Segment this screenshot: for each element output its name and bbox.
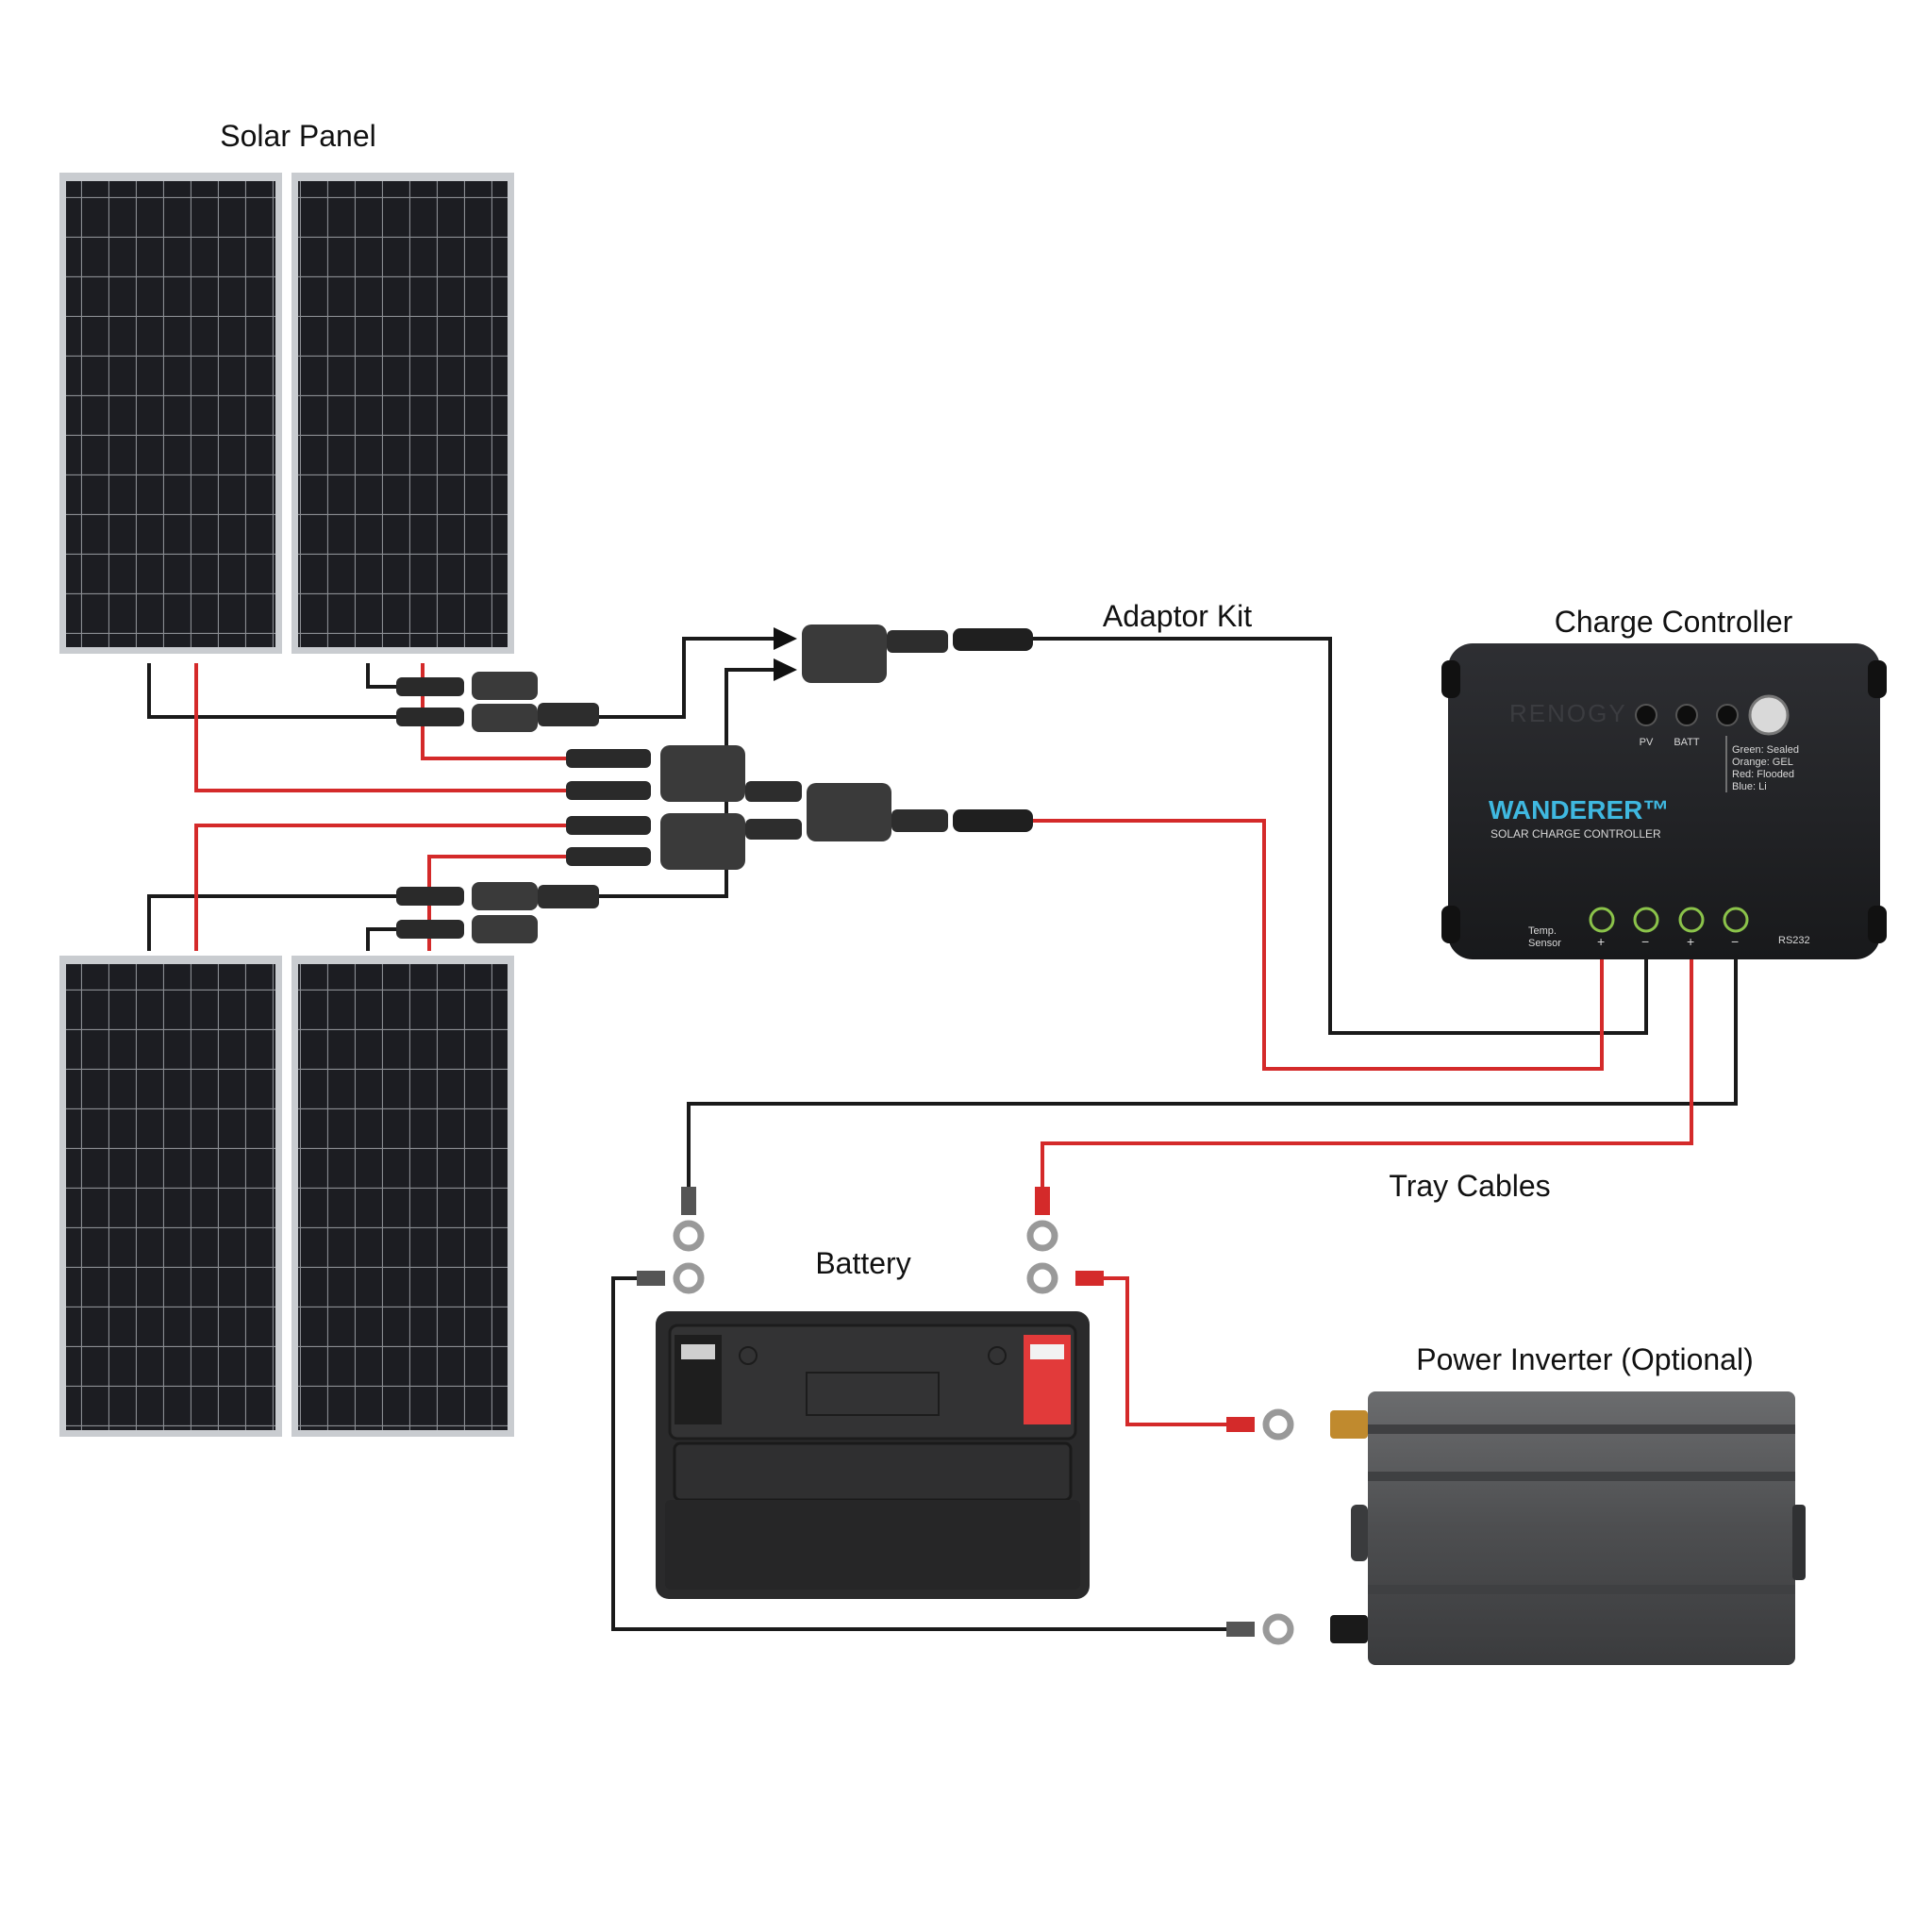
temp-sensor-label-1: Temp. (1528, 925, 1557, 937)
solar-panel-bottom-right (291, 956, 514, 1437)
inverter-positive-wire (1104, 1276, 1226, 1426)
power-inverter-label: Power Inverter (Optional) (1416, 1342, 1753, 1376)
battery (656, 1311, 1090, 1599)
solar-panel-array (59, 173, 514, 1437)
ring-terminal (1026, 1262, 1058, 1294)
battery-type-led (1716, 704, 1739, 726)
inverter-positive-terminal (1330, 1410, 1368, 1439)
adaptor-kit-label: Adaptor Kit (1103, 599, 1252, 633)
temp-sensor-label-2: Sensor (1528, 938, 1561, 949)
arrow-icon (774, 658, 797, 681)
pv-led (1635, 704, 1657, 726)
rs232-label: RS232 (1778, 935, 1810, 946)
ring-terminal (673, 1220, 705, 1252)
bottom-left-positive-wire (194, 824, 566, 951)
top-left-positive-wire (194, 663, 566, 792)
charge-controller-label: Charge Controller (1555, 605, 1793, 639)
ring-terminal (1262, 1408, 1294, 1441)
pv-led-label: PV (1640, 737, 1654, 748)
bottom-left-negative-wire (147, 894, 396, 951)
mc4-connector (396, 672, 599, 732)
battery-positive-terminal[interactable] (1678, 907, 1705, 933)
pv-negative-terminal[interactable] (1633, 907, 1659, 933)
solar-panel-label: Solar Panel (220, 119, 375, 153)
ring-terminal (1262, 1613, 1294, 1645)
power-inverter (1330, 1391, 1806, 1665)
batt-led (1675, 704, 1698, 726)
tray-cables-label: Tray Cables (1389, 1169, 1550, 1203)
solar-panel-top-left (59, 173, 282, 654)
pv-plus-label: + (1597, 934, 1605, 949)
inverter-body (1368, 1391, 1795, 1665)
pv-minus-label: − (1641, 934, 1649, 949)
pv-positive-main-wire (1033, 819, 1604, 1071)
bottom-right-positive-wire (427, 855, 566, 951)
tray-cable-negative (687, 959, 1738, 1187)
mc4-connectors (396, 625, 1033, 943)
ring-terminals (637, 1262, 1294, 1645)
legend-flooded: Red: Flooded (1732, 769, 1794, 780)
controller-subtitle: SOLAR CHARGE CONTROLLER (1491, 827, 1661, 841)
top-left-negative-wire (147, 663, 396, 719)
plus-icon (988, 1346, 1007, 1365)
pv-negative-main-wire (1033, 637, 1648, 1035)
controller-brand: RENOGY (1509, 699, 1627, 727)
tray-cable-positive (1041, 959, 1693, 1187)
arrow-icon (774, 627, 797, 650)
ring-terminals (673, 1187, 1058, 1252)
inverter-negative-wire (611, 1276, 1226, 1631)
battery-label: Battery (815, 1246, 910, 1280)
inverter-wiring (611, 1276, 1226, 1631)
legend-gel: Orange: GEL (1732, 757, 1793, 768)
ring-terminal (673, 1262, 705, 1294)
pv-positive-terminal[interactable] (1589, 907, 1615, 933)
battery-type-button[interactable] (1748, 694, 1790, 736)
ring-terminal (1026, 1220, 1058, 1252)
solar-panel-bottom-left (59, 956, 282, 1437)
solar-panel-top-right (291, 173, 514, 654)
panel-wiring (147, 637, 1648, 1071)
legend-li: Blue: Li (1732, 781, 1767, 792)
legend-sealed: Green: Sealed (1732, 744, 1799, 756)
mc4-connector (802, 625, 1033, 683)
batt-minus-label: − (1731, 934, 1739, 949)
batt-led-label: BATT (1674, 737, 1700, 748)
controller-model: WANDERER™ (1489, 795, 1669, 824)
mc4-connector (566, 745, 1033, 870)
top-right-negative-wire (366, 663, 396, 689)
inverter-switch[interactable] (1351, 1505, 1368, 1561)
batt-plus-label: + (1687, 934, 1694, 949)
minus-icon (739, 1346, 758, 1365)
mc4-connector (396, 882, 599, 943)
negative-combiner-wire-top (599, 637, 774, 719)
tray-cables (687, 959, 1738, 1187)
battery-negative-terminal[interactable] (1723, 907, 1749, 933)
bottom-right-negative-wire (366, 927, 396, 951)
charge-controller: RENOGY PV BATT Green: Sealed Orange: GEL… (1441, 643, 1887, 959)
inverter-negative-terminal (1330, 1615, 1368, 1643)
